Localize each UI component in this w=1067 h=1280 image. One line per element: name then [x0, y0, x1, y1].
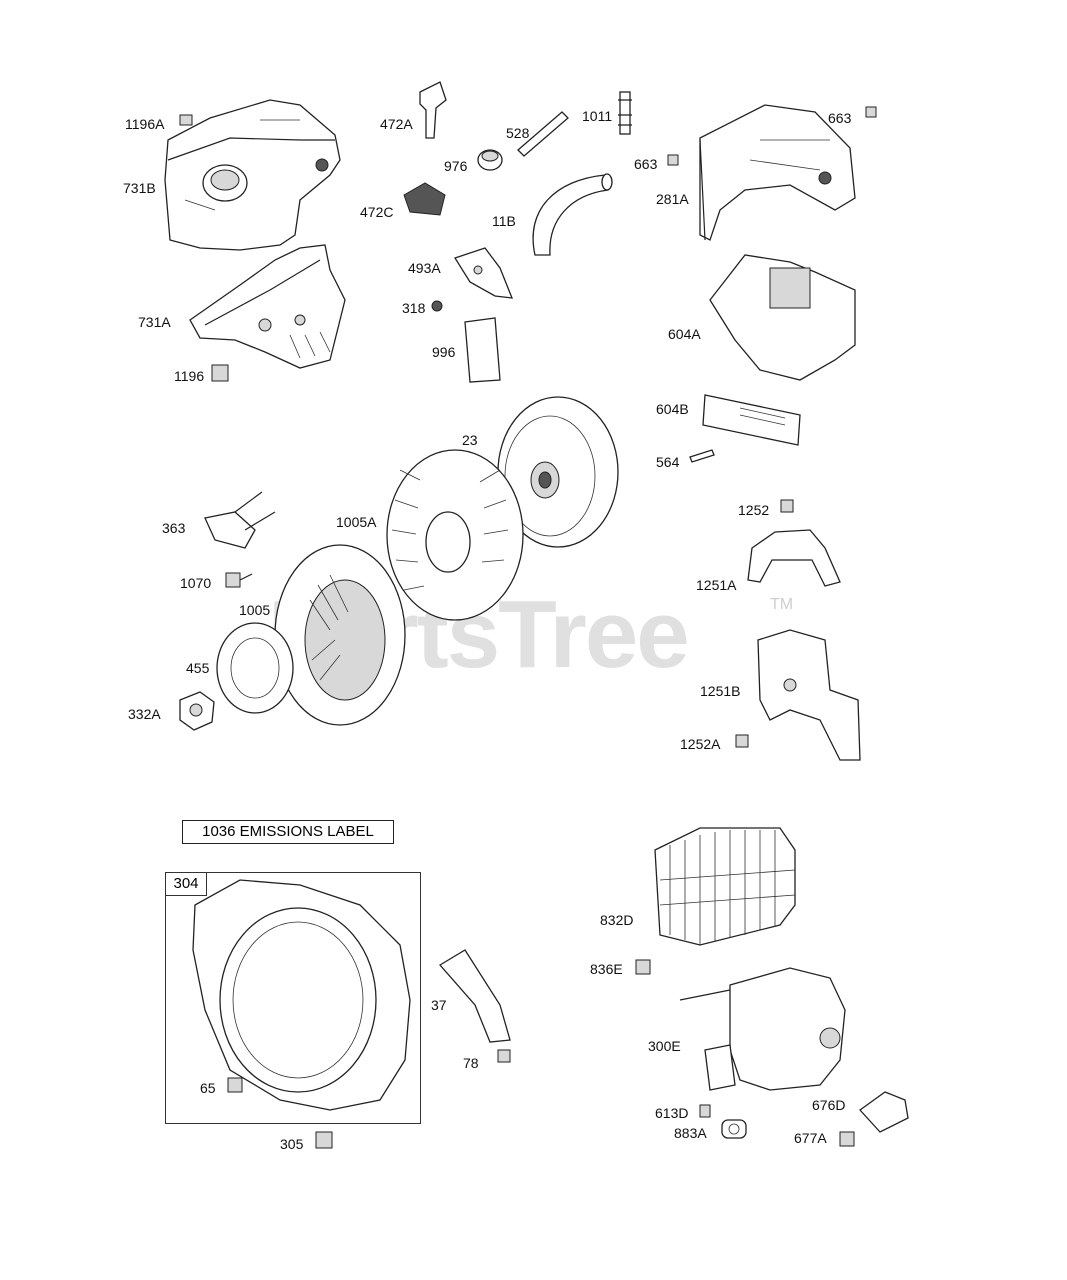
label-472A[interactable]: 472A [380, 116, 413, 132]
part-493A-bracket[interactable] [454, 247, 514, 299]
part-676D-deflector[interactable] [859, 1091, 909, 1133]
part-305-screw[interactable] [315, 1131, 333, 1149]
label-78[interactable]: 78 [463, 1055, 479, 1071]
reference-tag-304[interactable]: 304 [165, 872, 207, 896]
label-300E[interactable]: 300E [648, 1038, 681, 1054]
part-65-screw[interactable] [227, 1077, 243, 1093]
part-1070-screw[interactable] [225, 572, 253, 588]
label-1005[interactable]: 1005 [239, 602, 271, 618]
part-281A-shield[interactable] [699, 104, 856, 241]
label-23[interactable]: 23 [462, 432, 478, 448]
part-731B-fuel-tank[interactable] [164, 99, 341, 251]
label-1252A[interactable]: 1252A [680, 736, 721, 752]
part-1251A-shield[interactable] [747, 529, 841, 587]
label-604B[interactable]: 604B [656, 401, 689, 417]
trademark-symbol: TM [770, 596, 794, 613]
label-976[interactable]: 976 [444, 158, 468, 174]
label-996[interactable]: 996 [432, 344, 456, 360]
label-455[interactable]: 455 [186, 660, 210, 676]
part-1252A-screw[interactable] [735, 734, 749, 748]
part-472C-knob[interactable] [403, 182, 446, 216]
part-363-bracket[interactable] [204, 491, 276, 549]
label-318[interactable]: 318 [402, 300, 426, 316]
part-472A-lever[interactable] [419, 81, 447, 139]
label-1070[interactable]: 1070 [180, 575, 212, 591]
part-1196-screw[interactable] [211, 364, 229, 382]
part-731A-shield[interactable] [189, 244, 346, 369]
part-663-screw-top[interactable] [865, 106, 877, 118]
part-1005-fan-housing[interactable] [274, 544, 406, 726]
part-604B-plate[interactable] [702, 394, 801, 446]
label-731B[interactable]: 731B [123, 180, 156, 196]
part-976-valve[interactable] [477, 149, 503, 171]
label-836E[interactable]: 836E [590, 961, 623, 977]
part-304-blower-housing[interactable] [192, 879, 411, 1111]
part-11B-hose[interactable] [532, 173, 613, 256]
label-528[interactable]: 528 [506, 125, 530, 141]
label-677A[interactable]: 677A [794, 1130, 827, 1146]
label-1005A[interactable]: 1005A [336, 514, 377, 530]
label-493A[interactable]: 493A [408, 260, 441, 276]
part-613D-bolt[interactable] [699, 1104, 711, 1118]
label-883A[interactable]: 883A [674, 1125, 707, 1141]
label-1196[interactable]: 1196 [174, 368, 205, 384]
label-472C[interactable]: 472C [360, 204, 394, 220]
label-332A[interactable]: 332A [128, 706, 161, 722]
part-883A-gasket[interactable] [721, 1119, 747, 1139]
label-1251B[interactable]: 1251B [700, 683, 741, 699]
emissions-label-box[interactable]: 1036 EMISSIONS LABEL [182, 820, 394, 844]
label-281A[interactable]: 281A [656, 191, 689, 207]
label-305[interactable]: 305 [280, 1136, 304, 1152]
label-37[interactable]: 37 [431, 997, 447, 1013]
part-37-plate[interactable] [438, 949, 511, 1043]
part-677A-screw[interactable] [839, 1131, 855, 1147]
label-731A[interactable]: 731A [138, 314, 171, 330]
label-1251A[interactable]: 1251A [696, 577, 737, 593]
part-564-screw[interactable] [689, 449, 715, 463]
part-663-screw-side[interactable] [667, 154, 679, 166]
label-1011[interactable]: 1011 [582, 108, 613, 124]
part-332A-nut[interactable] [179, 691, 215, 731]
part-1251B-shield[interactable] [757, 629, 861, 761]
label-564[interactable]: 564 [656, 454, 680, 470]
part-996-plate[interactable] [464, 317, 501, 383]
part-1011-fitting[interactable] [618, 91, 632, 135]
label-11B[interactable]: 11B [492, 213, 516, 229]
part-528-hose[interactable] [517, 111, 569, 157]
part-604A-cover[interactable] [709, 254, 856, 381]
label-363[interactable]: 363 [162, 520, 186, 536]
part-300E-muffler[interactable] [679, 967, 846, 1091]
part-1005A-fan[interactable] [386, 449, 524, 621]
part-78-screw[interactable] [497, 1049, 511, 1063]
label-1196A[interactable]: 1196A [125, 116, 165, 132]
part-1196A-screw[interactable] [179, 114, 193, 126]
blower-housing-reference-box [165, 872, 421, 1124]
part-832D-muffler-guard[interactable] [654, 827, 796, 946]
part-455-cup[interactable] [216, 622, 294, 714]
label-663-side[interactable]: 663 [634, 156, 658, 172]
label-613D[interactable]: 613D [655, 1105, 689, 1121]
label-832D[interactable]: 832D [600, 912, 634, 928]
label-65[interactable]: 65 [200, 1080, 216, 1096]
part-23-flywheel[interactable] [497, 396, 619, 548]
label-663-top[interactable]: 663 [828, 110, 852, 126]
part-836E-screw[interactable] [635, 959, 651, 975]
part-1252-screw[interactable] [780, 499, 794, 513]
label-1252[interactable]: 1252 [738, 502, 770, 518]
part-318-screw[interactable] [431, 300, 443, 312]
label-676D[interactable]: 676D [812, 1097, 846, 1113]
label-604A[interactable]: 604A [668, 326, 701, 342]
